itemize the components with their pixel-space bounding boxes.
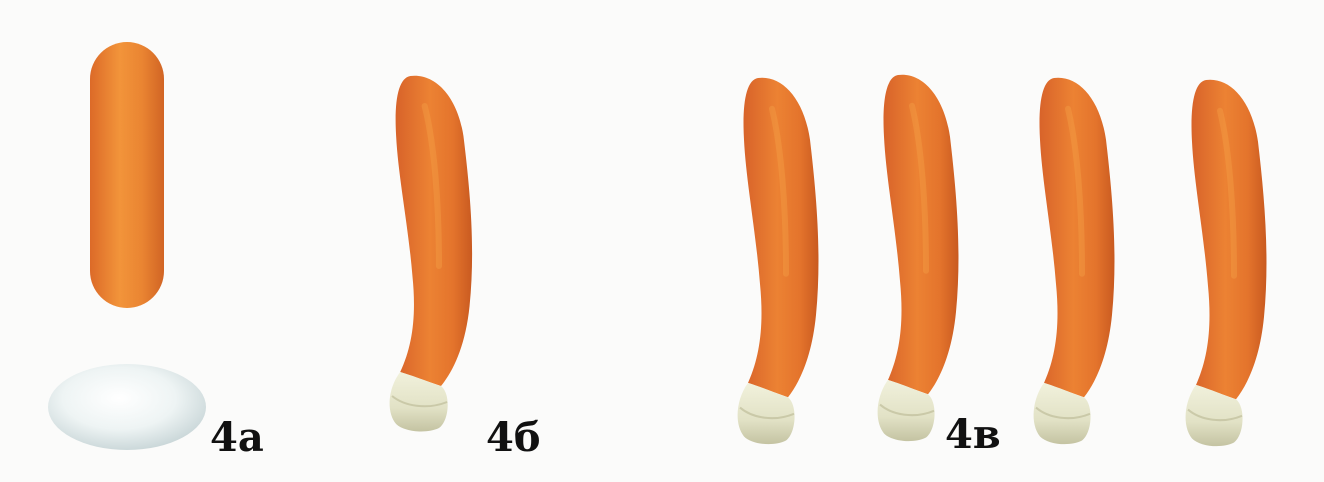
step-label-4b: 4б xyxy=(486,418,541,458)
curved-finger-with-nail-icon xyxy=(878,75,959,441)
step-b-group xyxy=(390,76,473,432)
step-c-group xyxy=(738,75,1267,446)
curved-finger-with-nail-icon xyxy=(1034,78,1115,444)
curved-finger-with-nail-icon xyxy=(390,76,473,432)
step-label-4a: 4а xyxy=(210,418,264,458)
step-a-group xyxy=(48,42,206,450)
step-label-4c: 4в xyxy=(945,415,1001,455)
curved-finger-with-nail-icon xyxy=(738,78,819,444)
straight-orange-roll-icon xyxy=(90,42,164,308)
curved-finger-with-nail-icon xyxy=(1186,80,1267,446)
white-oval-ball-icon xyxy=(48,364,206,450)
